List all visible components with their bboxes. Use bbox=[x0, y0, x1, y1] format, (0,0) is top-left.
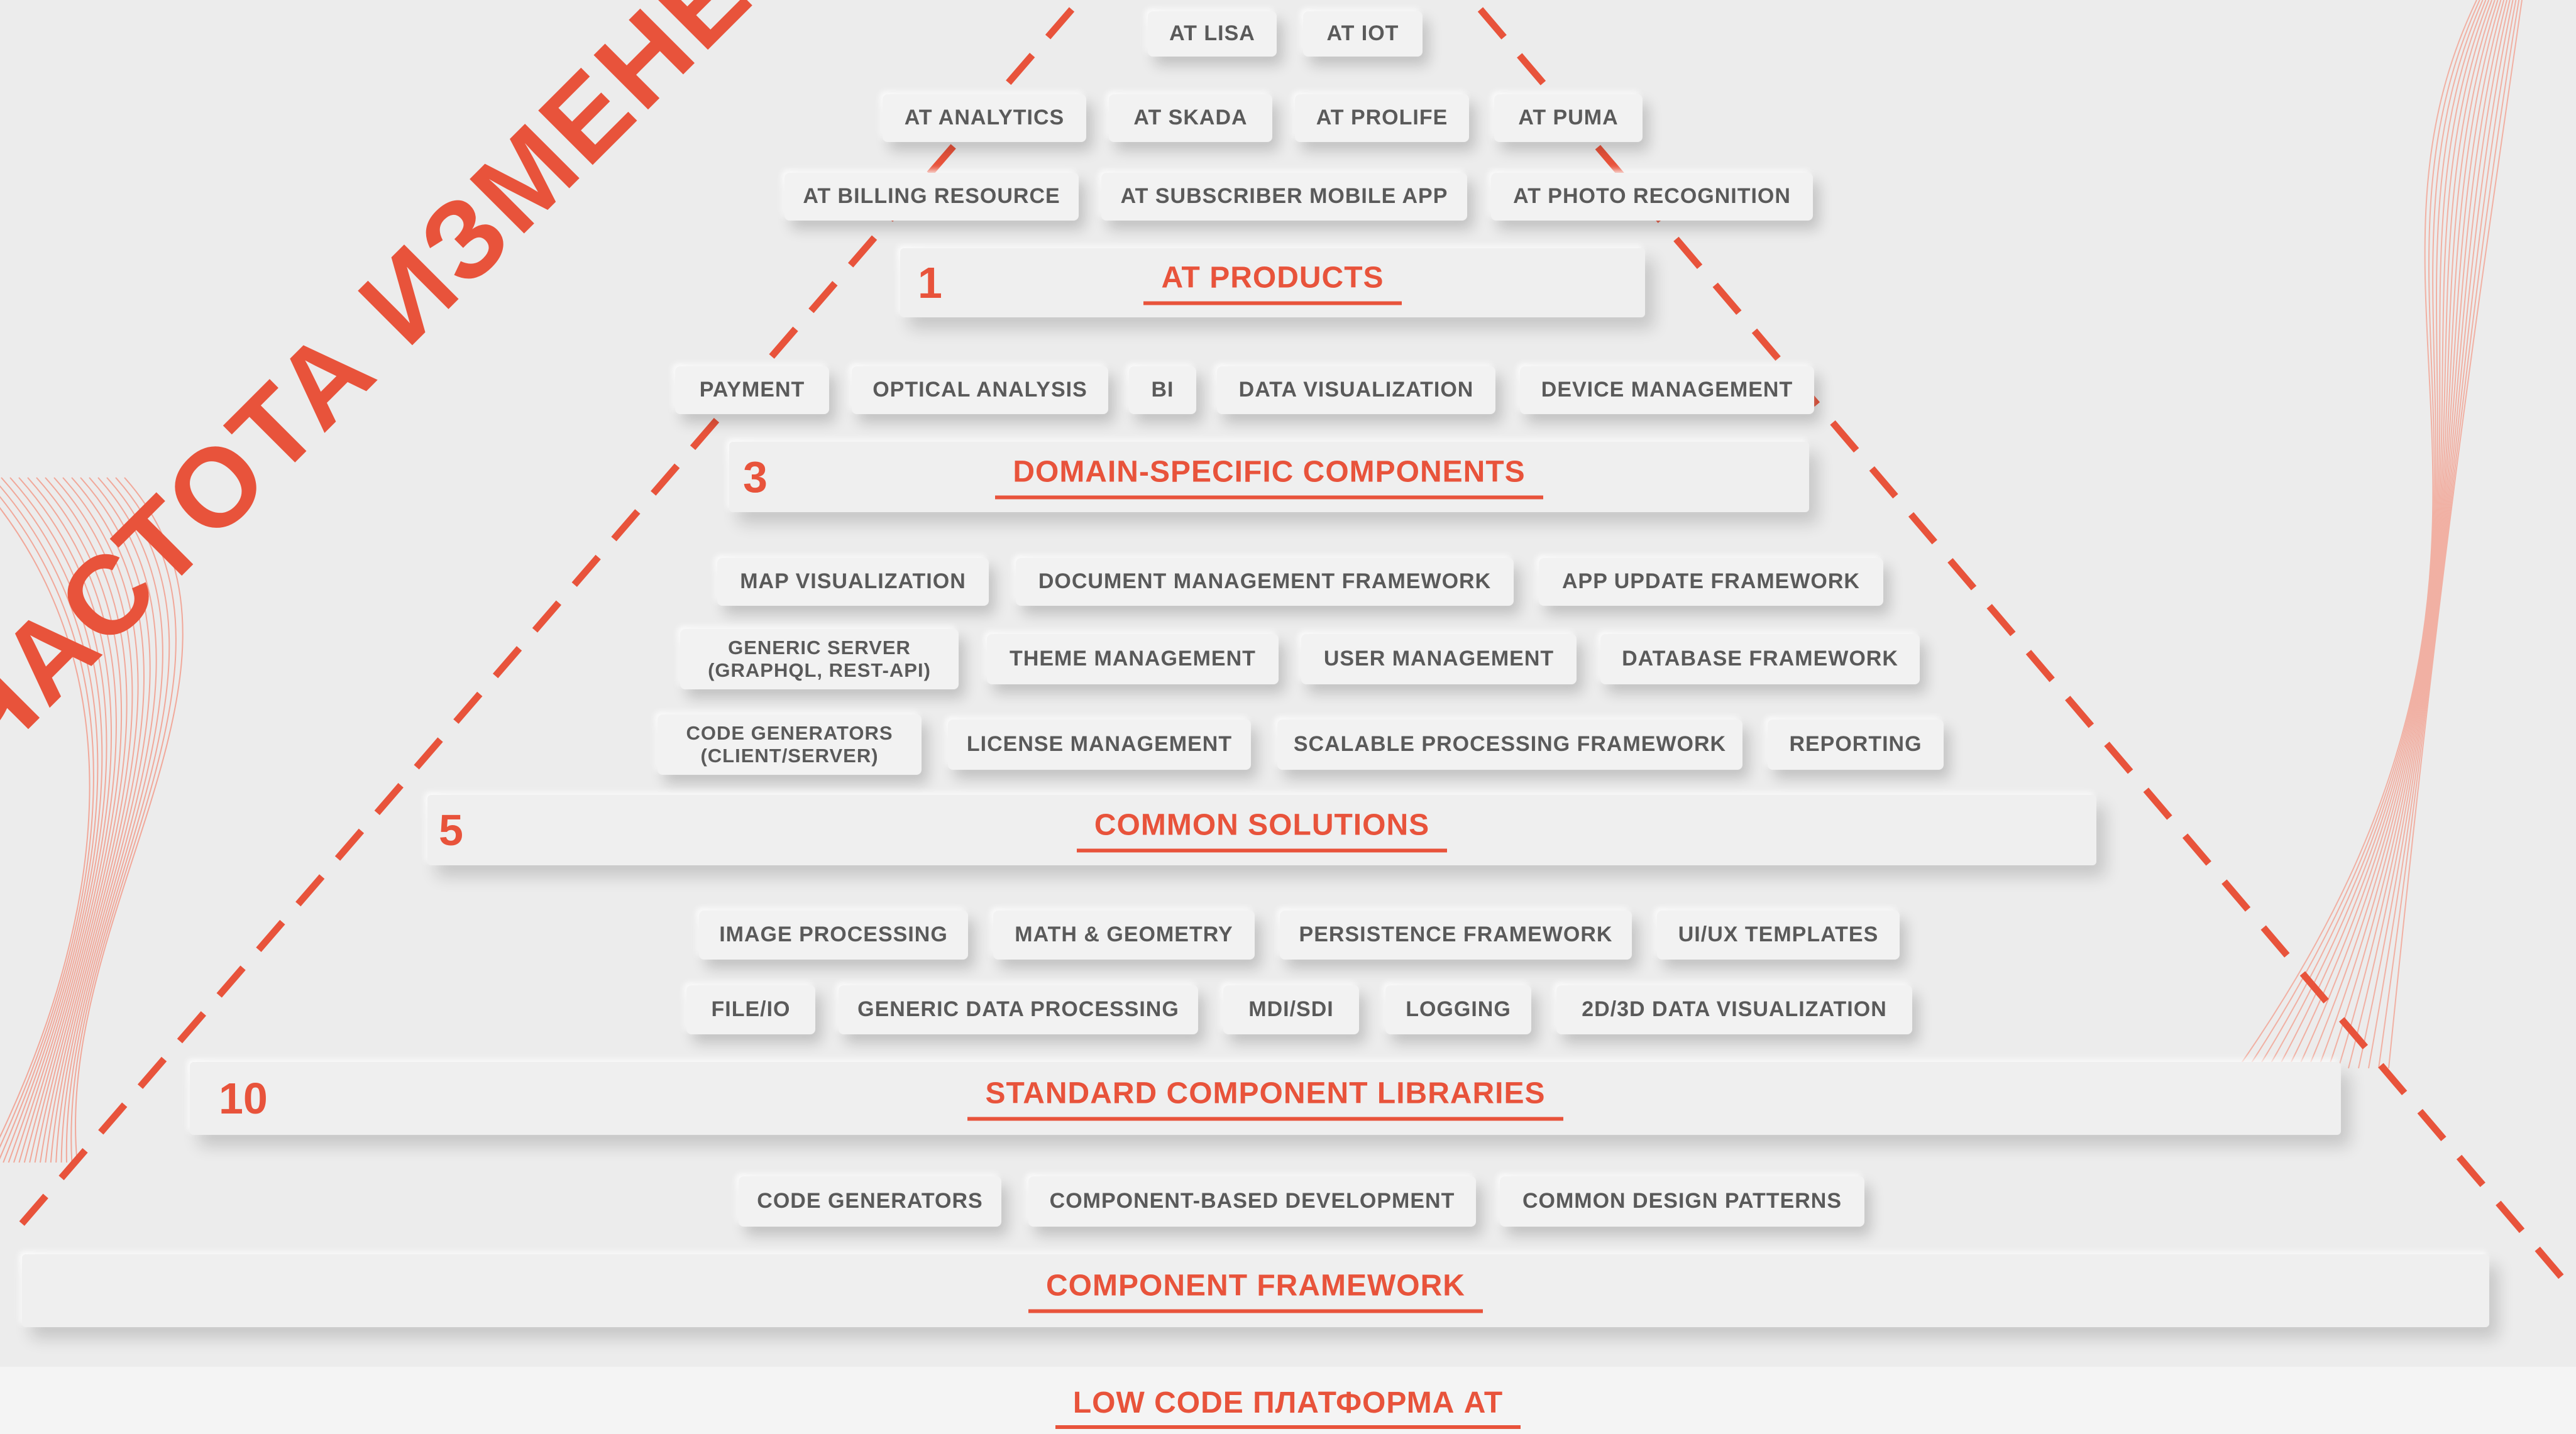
wave-line bbox=[2368, 0, 2517, 1069]
chip-domain: DATA VISUALIZATION bbox=[1217, 366, 1495, 414]
chip-standard: MATH & GEOMETRY bbox=[993, 911, 1255, 960]
level-title: COMMON SOLUTIONS bbox=[427, 808, 2096, 853]
wave-line bbox=[75, 477, 184, 1163]
chip-common: USER MANAGEMENT bbox=[1301, 634, 1577, 684]
chip-standard: IMAGE PROCESSING bbox=[699, 911, 968, 960]
chip-standard: 2D/3D DATA VISUALIZATION bbox=[1556, 985, 1912, 1034]
pyramid-right-dashed-edge bbox=[1477, 7, 2574, 1291]
wave-line bbox=[45, 477, 145, 1163]
level-number: 3 bbox=[743, 452, 768, 501]
wave-line bbox=[18, 477, 117, 1163]
chip-common: GENERIC SERVER (GRAPHQL, REST-API) bbox=[680, 629, 959, 689]
wave-line bbox=[2308, 0, 2499, 1069]
level-title: AT PRODUCTS bbox=[900, 261, 1645, 305]
wave-line bbox=[0, 485, 99, 1160]
level-number: 10 bbox=[219, 1074, 268, 1123]
wave-line bbox=[1, 477, 103, 1163]
wave-line bbox=[2257, 0, 2484, 1069]
wave-line bbox=[60, 477, 163, 1163]
chip-common: CODE GENERATORS (CLIENT/SERVER) bbox=[658, 714, 922, 775]
chip-domain: DEVICE MANAGEMENT bbox=[1520, 366, 1814, 414]
chip-framework: COMMON DESIGN PATTERNS bbox=[1500, 1176, 1864, 1227]
wave-line bbox=[2237, 0, 2477, 1069]
wave-line bbox=[2328, 0, 2505, 1069]
left-wave-lines bbox=[0, 477, 184, 1163]
wave-line bbox=[70, 477, 177, 1163]
wave-line bbox=[34, 477, 133, 1163]
chip-product: AT ANALYTICS bbox=[883, 94, 1086, 142]
chip-product: AT SKADA bbox=[1109, 94, 1272, 142]
chip-standard: UI/UX TEMPLATES bbox=[1657, 911, 1900, 960]
chip-product: AT BILLING RESOURCE bbox=[784, 173, 1079, 221]
platform-base: LOW CODE ПЛАТФОРМА AT bbox=[0, 1367, 2576, 1434]
wave-line bbox=[2287, 0, 2492, 1069]
chip-common: THEME MANAGEMENT bbox=[987, 634, 1279, 684]
wave-line bbox=[2338, 0, 2507, 1069]
level-title: COMPONENT FRAMEWORK bbox=[22, 1269, 2489, 1313]
wave-line bbox=[2358, 0, 2514, 1069]
chip-product: AT PHOTO RECOGNITION bbox=[1491, 173, 1813, 221]
level-title: STANDARD COMPONENT LIBRARIES bbox=[190, 1076, 2341, 1121]
chip-standard: PERSISTENCE FRAMEWORK bbox=[1280, 911, 1632, 960]
chip-product: AT PUMA bbox=[1494, 94, 1643, 142]
chip-domain: PAYMENT bbox=[675, 366, 829, 414]
chip-framework: COMPONENT-BASED DEVELOPMENT bbox=[1028, 1176, 1476, 1227]
level-bar-standard-libraries: 10 STANDARD COMPONENT LIBRARIES bbox=[190, 1062, 2341, 1135]
wave-line bbox=[2348, 0, 2511, 1069]
right-wave-lines bbox=[2237, 0, 2523, 1069]
level-bar-component-framework: COMPONENT FRAMEWORK bbox=[22, 1254, 2489, 1327]
level-bar-domain-specific: 3 DOMAIN-SPECIFIC COMPONENTS bbox=[729, 442, 1809, 512]
level-title: DOMAIN-SPECIFIC COMPONENTS bbox=[729, 455, 1809, 500]
wave-line bbox=[29, 477, 128, 1163]
platform-title: LOW CODE ПЛАТФОРМА AT bbox=[0, 1386, 2576, 1429]
chip-standard: GENERIC DATA PROCESSING bbox=[839, 985, 1198, 1034]
chip-standard: LOGGING bbox=[1385, 985, 1531, 1034]
wave-line bbox=[0, 496, 94, 1148]
wave-line bbox=[23, 477, 123, 1163]
level-number: 5 bbox=[439, 806, 463, 855]
wave-line bbox=[50, 477, 151, 1163]
wave-line bbox=[8, 477, 107, 1163]
chip-standard: FILE/IO bbox=[686, 985, 815, 1034]
wave-line bbox=[0, 506, 91, 1139]
wave-line bbox=[40, 477, 139, 1163]
level-bar-common-solutions: 5 COMMON SOLUTIONS bbox=[427, 795, 2096, 865]
level-number: 1 bbox=[918, 258, 942, 307]
chip-product: AT IOT bbox=[1303, 11, 1423, 57]
chip-product: AT LISA bbox=[1148, 11, 1277, 57]
chip-domain: OPTICAL ANALYSIS bbox=[852, 366, 1108, 414]
chip-common: DATABASE FRAMEWORK bbox=[1600, 634, 1920, 684]
wave-line bbox=[2267, 0, 2487, 1069]
wave-line bbox=[2298, 0, 2496, 1069]
chip-common: SCALABLE PROCESSING FRAMEWORK bbox=[1277, 720, 1742, 770]
chip-product: AT SUBSCRIBER MOBILE APP bbox=[1101, 173, 1467, 221]
level-bar-at-products: 1 AT PRODUCTS bbox=[900, 248, 1645, 317]
chip-common: APP UPDATE FRAMEWORK bbox=[1539, 558, 1883, 606]
chip-common: LICENSE MANAGEMENT bbox=[948, 720, 1251, 770]
wave-line bbox=[2277, 0, 2490, 1069]
wave-line bbox=[2247, 0, 2480, 1069]
chip-domain: BI bbox=[1129, 366, 1196, 414]
wave-line bbox=[13, 477, 113, 1163]
wave-line bbox=[2378, 0, 2520, 1069]
wave-line bbox=[65, 477, 170, 1163]
wave-line bbox=[2388, 0, 2523, 1069]
wave-line bbox=[2318, 0, 2502, 1069]
chip-product: AT PROLIFE bbox=[1295, 94, 1469, 142]
chip-common: DOCUMENT MANAGEMENT FRAMEWORK bbox=[1016, 558, 1514, 606]
chip-framework: CODE GENERATORS bbox=[739, 1176, 1001, 1227]
wave-line bbox=[55, 477, 157, 1163]
chip-common: REPORTING bbox=[1768, 720, 1944, 770]
chip-standard: MDI/SDI bbox=[1223, 985, 1359, 1034]
chip-common: MAP VISUALIZATION bbox=[717, 558, 989, 606]
